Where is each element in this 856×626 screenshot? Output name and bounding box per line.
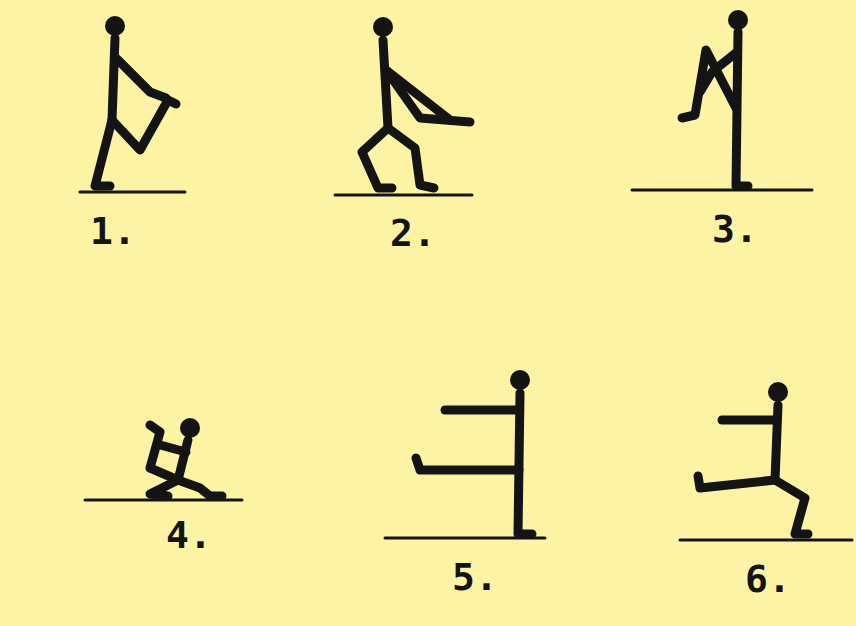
ground-line bbox=[80, 191, 185, 194]
ground-line bbox=[680, 539, 852, 542]
stick-figure bbox=[682, 10, 748, 186]
stick-figure bbox=[698, 382, 808, 534]
stick-figure bbox=[150, 418, 222, 496]
callout-number: 4. bbox=[166, 516, 212, 554]
stick-figure bbox=[416, 370, 532, 534]
callout-number: 5. bbox=[452, 558, 498, 596]
callout-number: 2. bbox=[390, 214, 436, 252]
ground-line bbox=[335, 194, 472, 197]
stick-figure bbox=[95, 16, 176, 186]
stick-figure bbox=[362, 17, 470, 188]
callout-number: 3. bbox=[712, 210, 758, 248]
callout-number: 6. bbox=[745, 560, 791, 598]
ground-line bbox=[632, 189, 812, 192]
callout-number: 1. bbox=[90, 212, 136, 250]
